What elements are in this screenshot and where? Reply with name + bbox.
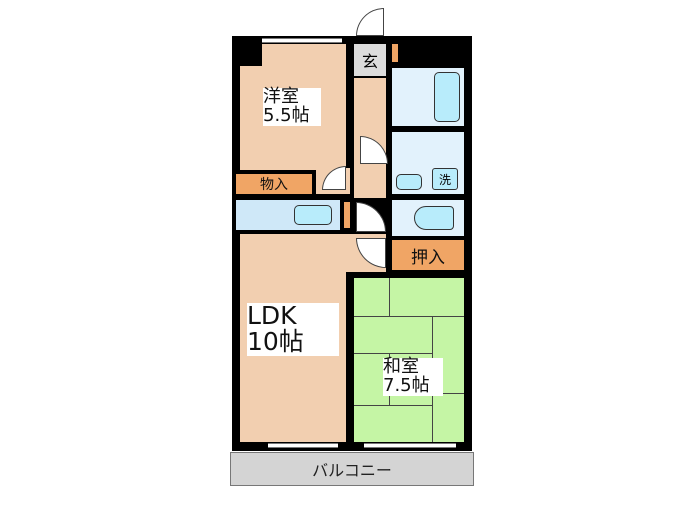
closet-japanese-label: 押入 bbox=[411, 247, 445, 268]
tatami-line bbox=[354, 316, 464, 317]
pillar bbox=[240, 44, 262, 66]
washer-label: 洗 bbox=[438, 172, 451, 187]
japanese-room-size: 7.5帖 bbox=[383, 374, 430, 396]
tatami-line bbox=[389, 278, 390, 316]
western-room-name: 洋室 bbox=[263, 86, 299, 107]
entrance: 玄 bbox=[354, 44, 386, 76]
fridge-space bbox=[344, 202, 350, 228]
closet-japanese: 押入 bbox=[392, 240, 464, 270]
entrance-label: 玄 bbox=[361, 52, 378, 71]
window-ldk bbox=[268, 443, 338, 448]
window-japanese bbox=[364, 443, 456, 448]
japanese-room-name: 和室 bbox=[383, 356, 419, 377]
ldk-size: 10帖 bbox=[247, 327, 304, 357]
window-western bbox=[262, 38, 342, 43]
closet-western-label: 物入 bbox=[260, 177, 288, 193]
entrance-door[interactable] bbox=[356, 8, 384, 36]
washbasin bbox=[396, 174, 422, 190]
tatami-line bbox=[432, 393, 464, 394]
shoe-cabinet bbox=[392, 44, 398, 62]
tatami-line bbox=[354, 405, 432, 406]
ldk-label: LDK 10帖 bbox=[247, 301, 339, 357]
balcony-label: バルコニー bbox=[312, 461, 392, 480]
closet-western: 物入 bbox=[236, 174, 312, 194]
ldk-name: LDK bbox=[247, 301, 297, 330]
japanese-room-label: 和室 7.5帖 bbox=[383, 356, 443, 396]
toilet bbox=[414, 206, 454, 230]
washer: 洗 bbox=[432, 168, 458, 190]
western-room-label: 洋室 5.5帖 bbox=[263, 86, 321, 126]
balcony: バルコニー bbox=[230, 452, 474, 486]
tatami-line bbox=[354, 353, 432, 354]
western-room-size: 5.5帖 bbox=[263, 104, 310, 126]
bathtub bbox=[434, 72, 460, 122]
kitchen-sink bbox=[294, 205, 332, 225]
